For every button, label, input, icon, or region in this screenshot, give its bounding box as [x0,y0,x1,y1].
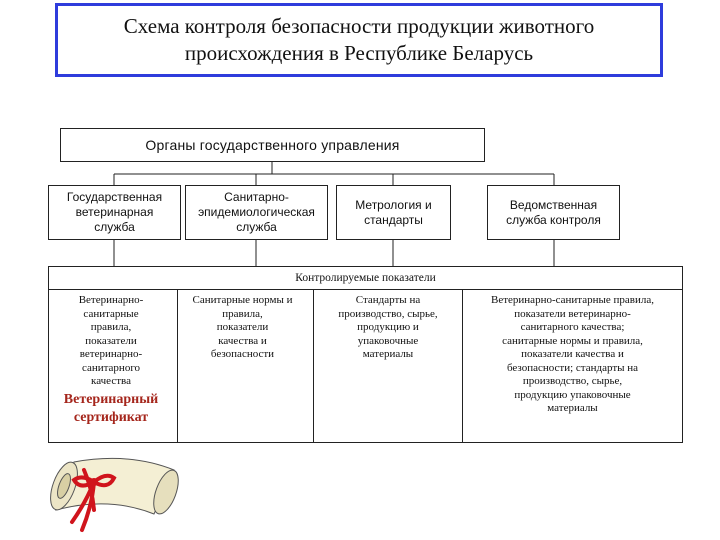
service-departmental-box: Ведомственная служба контроля [487,185,620,240]
service-line: ветеринарная [75,205,154,219]
rolled-certificate-scroll-icon [50,457,179,532]
service-line: Государственная [66,190,163,204]
indicator-line: безопасности; стандарты на [506,361,639,374]
indicator-line: Ветеринарно- [78,294,144,306]
veterinary-certificate-label: Ветеринарный сертификат [53,391,169,427]
indicator-column-sanepid: Санитарные нормы и правила, показатели к… [175,294,310,362]
indicator-line: упаковочные [357,334,419,347]
service-sanepid-box: Санитарно- эпидемиологическая служба [185,185,328,240]
indicator-line: Ветеринарно-санитарные правила, [491,294,654,306]
indicator-line: санитарного [81,361,141,374]
indicator-column-metrology: Стандарты на производство, сырье, продук… [315,294,461,362]
certificate-line-1: Ветеринарный [63,391,159,407]
title-line-2: происхождения в Республике Беларусь [184,41,534,65]
certificate-line-2: сертификат [73,409,149,425]
service-line: служба контроля [506,212,601,227]
indicator-line: санитарные [83,307,139,320]
indicator-column-departmental: Ветеринарно-санитарные правила, показате… [465,294,680,416]
indicator-line: санитарного качества; [520,321,625,333]
column-divider [313,290,314,442]
service-line: стандарты [364,212,423,227]
indicator-line: Стандарты на [355,294,421,306]
title-line-1: Схема контроля безопасности продукции жи… [123,14,595,38]
column-divider [462,290,463,442]
indicator-line: Санитарные нормы и [192,294,293,306]
indicator-line: качества [91,375,131,387]
indicators-header: Контролируемые показатели [48,266,683,290]
indicator-line: производство, сырье, [338,307,438,320]
authorities-label: Органы государственного управления [145,137,400,153]
service-veterinary-box: Государственная ветеринарная служба [48,185,181,240]
authorities-box: Органы государственного управления [60,128,485,162]
indicator-line: санитарные нормы и правила, [502,334,643,347]
indicators-table: Ветеринарно- санитарные правила, показат… [48,289,683,443]
indicator-line: продукцию упаковочные [514,388,631,401]
service-line: служба [236,220,277,234]
service-line: Ведомственная [509,197,598,212]
indicator-column-veterinary: Ветеринарно- санитарные правила, показат… [53,294,169,427]
indicator-line: материалы [362,348,414,360]
indicator-line: показатели ветеринарно- [514,307,631,320]
indicator-line: показатели [216,321,269,333]
indicator-line: продукцию и [357,321,419,333]
column-divider [177,290,178,442]
service-line: Метрология и [355,197,432,212]
indicator-line: ветеринарно- [79,348,143,360]
page-title: Схема контроля безопасности продукции жи… [55,3,663,77]
indicator-line: правила, [90,321,132,333]
indicator-line: показатели качества и [521,348,624,360]
service-line: служба [94,220,135,234]
indicator-line: производство, сырье, [522,375,623,387]
service-metrology-box: Метрология и стандарты [336,185,451,240]
service-line: Санитарно- [224,190,289,204]
indicator-line: качества и [218,334,267,347]
indicator-line: правила, [222,307,263,320]
indicator-line: показатели [85,334,137,347]
service-line: эпидемиологическая [198,205,315,219]
indicator-line: материалы [547,402,598,414]
indicator-line: безопасности [210,348,275,360]
